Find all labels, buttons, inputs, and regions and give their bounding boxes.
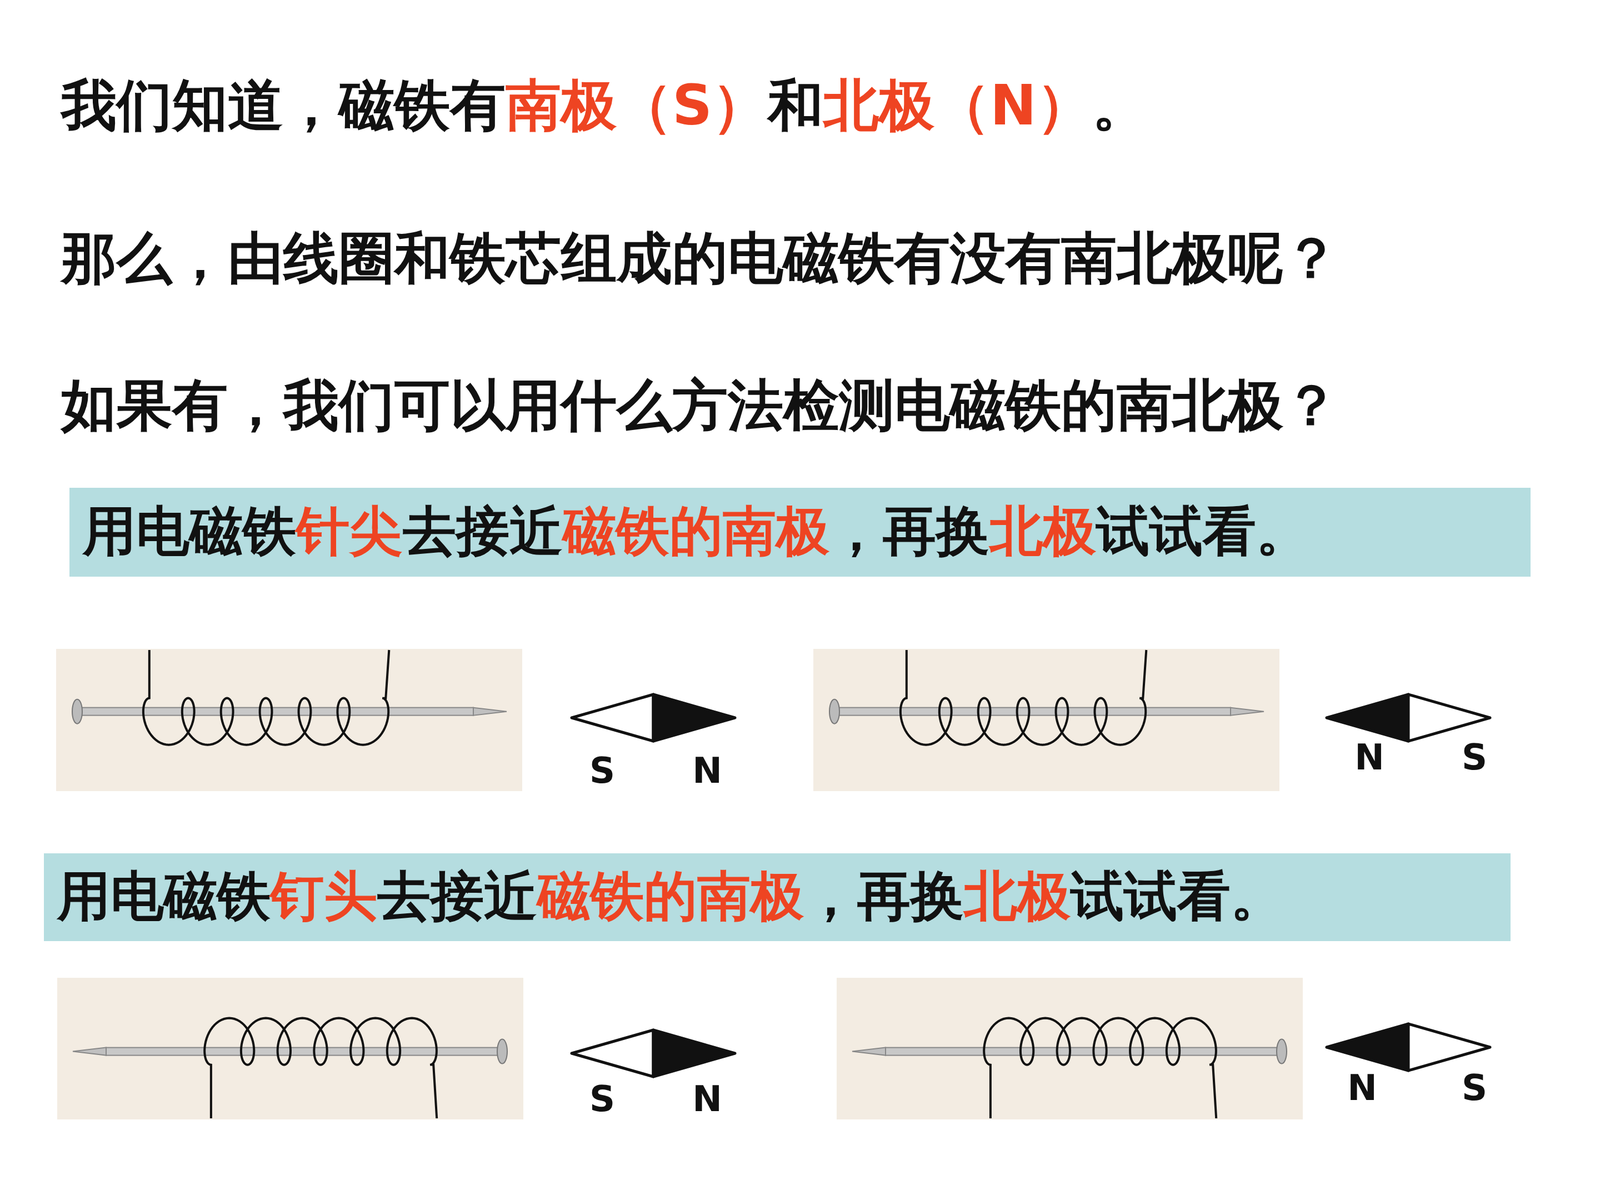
sentence-text: 那么，由线圈和铁芯组成的电磁铁有没有南北极呢？	[61, 225, 1339, 291]
sentence-text: 。	[1092, 72, 1148, 138]
compass-needle	[571, 1030, 735, 1077]
instruction-text: 针尖	[296, 496, 403, 569]
electromagnet-picture	[57, 977, 524, 1120]
sentence-text: 我们知道，磁铁有	[61, 72, 506, 138]
nail-head	[829, 699, 840, 724]
pole-letter: N	[692, 752, 723, 789]
instruction-band: 用电磁铁针尖去接近磁铁的南极，再换北极试试看。	[69, 487, 1531, 577]
pole-letter: S	[1461, 739, 1488, 775]
needle-half	[1326, 1023, 1409, 1071]
compass-needle	[1326, 1023, 1490, 1071]
picture-ground	[56, 648, 523, 792]
pole-letter: S	[589, 752, 615, 789]
pole-letter: N	[1347, 1070, 1378, 1106]
needle-half	[1326, 694, 1409, 742]
pole-letter: N	[692, 1081, 723, 1117]
instruction-text: ，再换	[803, 861, 964, 934]
nail-shaft	[78, 707, 474, 716]
nail-shaft	[885, 1047, 1281, 1056]
instruction-text: 磁铁的南极	[562, 496, 830, 569]
picture-ground	[57, 977, 524, 1120]
coil-winding	[204, 1018, 437, 1119]
needle-half	[653, 694, 735, 742]
sentence-text: 北极（N）	[823, 72, 1093, 138]
instruction-text: 用电磁铁	[82, 496, 297, 569]
instruction-text: 去接近	[402, 496, 563, 569]
instruction-text: 试试看。	[1070, 861, 1284, 934]
picture-ground	[813, 648, 1280, 792]
needle-half	[1408, 694, 1490, 742]
nail-point	[473, 707, 507, 716]
nail-point	[1230, 707, 1264, 716]
nail-shaft	[835, 707, 1231, 716]
text-line: 我们知道，磁铁有南极（S）和北极（N）。	[61, 72, 1148, 139]
coil-winding	[983, 1018, 1217, 1119]
nail-shaft	[106, 1047, 502, 1056]
instruction-text: 用电磁铁	[57, 861, 271, 934]
instruction-text: 磁铁的南极	[537, 861, 804, 934]
compass-needle	[1326, 694, 1490, 742]
electromagnet-picture	[836, 977, 1303, 1120]
instruction-text: ，再换	[829, 496, 990, 569]
instruction-text: 北极	[963, 861, 1071, 934]
coil-winding	[900, 650, 1147, 745]
nail-point	[852, 1047, 886, 1056]
needle-half	[571, 1030, 654, 1077]
compass-needle	[571, 694, 735, 742]
picture-ground	[836, 977, 1303, 1120]
instruction-text: 去接近	[377, 861, 538, 934]
instruction-text: 北极	[989, 496, 1097, 569]
pole-letter: S	[589, 1081, 615, 1117]
pole-letter: N	[1354, 739, 1385, 775]
sentence-text: 和	[767, 72, 824, 138]
nail-head	[497, 1039, 508, 1064]
sentence-text: 南极（S）	[505, 72, 768, 138]
coil-winding	[143, 650, 389, 745]
instruction-band: 用电磁铁钉头去接近磁铁的南极，再换北极试试看。	[43, 853, 1511, 942]
instruction-text: 试试看。	[1096, 496, 1310, 569]
electromagnet-picture	[56, 648, 523, 792]
text-line: 那么，由线圈和铁芯组成的电磁铁有没有南北极呢？	[61, 225, 1339, 292]
sentence-text: 如果有，我们可以用什么方法检测电磁铁的南北极？	[61, 372, 1339, 438]
text-line: 如果有，我们可以用什么方法检测电磁铁的南北极？	[61, 372, 1339, 439]
instruction-text: 钉头	[270, 861, 378, 934]
needle-half	[1408, 1023, 1490, 1071]
nail-head	[72, 699, 83, 724]
needle-half	[653, 1030, 735, 1077]
nail-head	[1276, 1039, 1287, 1064]
pole-letter: S	[1461, 1070, 1488, 1106]
nail-point	[72, 1047, 107, 1056]
needle-half	[571, 694, 654, 742]
electromagnet-picture	[813, 648, 1280, 792]
